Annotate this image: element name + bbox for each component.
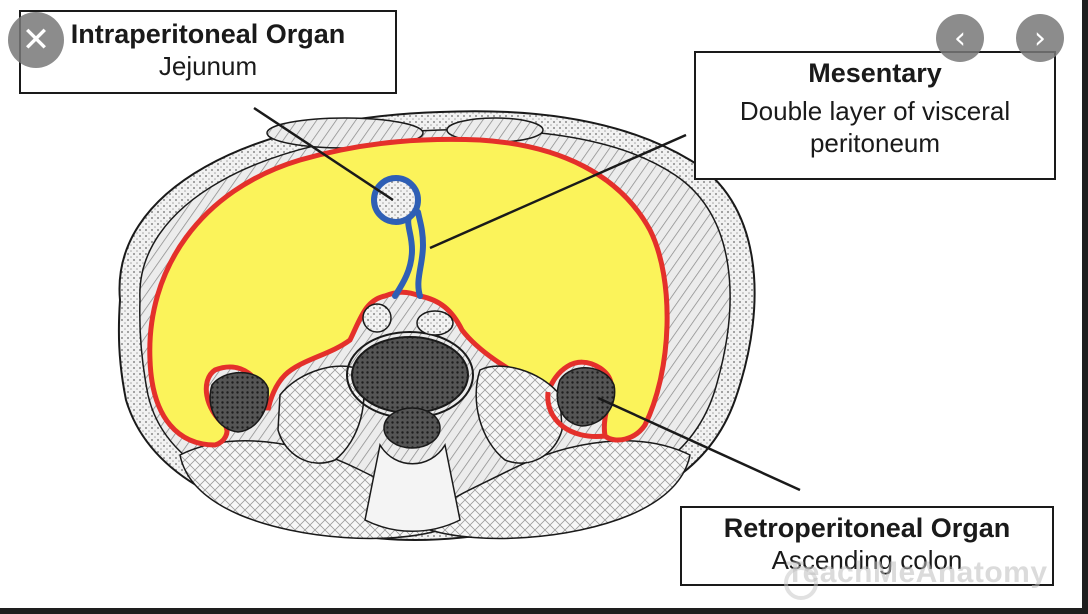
mesentery <box>392 209 416 299</box>
label-mesentery: Mesentary Double layer of visceral perit… <box>694 51 1056 180</box>
inferior-vena-cava <box>416 310 454 336</box>
spinous-process <box>364 442 461 532</box>
chevron-left-icon: ‹ <box>954 20 966 56</box>
label-retroperitoneal-organ: Retroperitoneal Organ Ascending colon <box>680 506 1054 586</box>
close-button[interactable]: ✕ <box>8 12 64 68</box>
label-intraperitoneal-organ: Intraperitoneal Organ Jejunum <box>19 10 397 94</box>
pointer-retroperitoneal <box>597 396 801 492</box>
close-icon: ✕ <box>21 20 51 60</box>
previous-image-button[interactable]: ‹ <box>936 14 984 62</box>
label-intraperitoneal-title: Intraperitoneal Organ <box>70 19 346 49</box>
pointer-mesentery <box>429 133 687 250</box>
ascending-colon <box>556 367 616 427</box>
viewer-frame-edge <box>1082 0 1088 614</box>
spinal-canal <box>383 407 441 449</box>
aorta <box>362 303 392 333</box>
viewer-frame-edge-bottom <box>0 608 1088 614</box>
pointer-intraperitoneal <box>253 106 394 202</box>
next-image-button[interactable]: › <box>1016 14 1064 62</box>
peritoneal-cavity <box>147 136 670 448</box>
vertebral-body <box>351 336 469 414</box>
label-mesentery-subtitle-line2: peritoneum <box>809 128 941 158</box>
label-intraperitoneal-subtitle: Jejunum <box>158 51 258 81</box>
psoas-left <box>277 365 365 464</box>
jejunum <box>371 175 421 225</box>
watermark-logo-icon <box>784 566 818 600</box>
watermark-text: TeachMeAnatomy <box>786 556 1048 589</box>
label-mesentery-title: Mesentary <box>808 58 942 88</box>
psoas-right <box>475 365 563 464</box>
chevron-right-icon: › <box>1034 20 1046 56</box>
label-mesentery-subtitle-line1: Double layer of visceral <box>739 96 1011 126</box>
label-retroperitoneal-title: Retroperitoneal Organ <box>723 513 1011 543</box>
descending-colon <box>209 371 269 433</box>
